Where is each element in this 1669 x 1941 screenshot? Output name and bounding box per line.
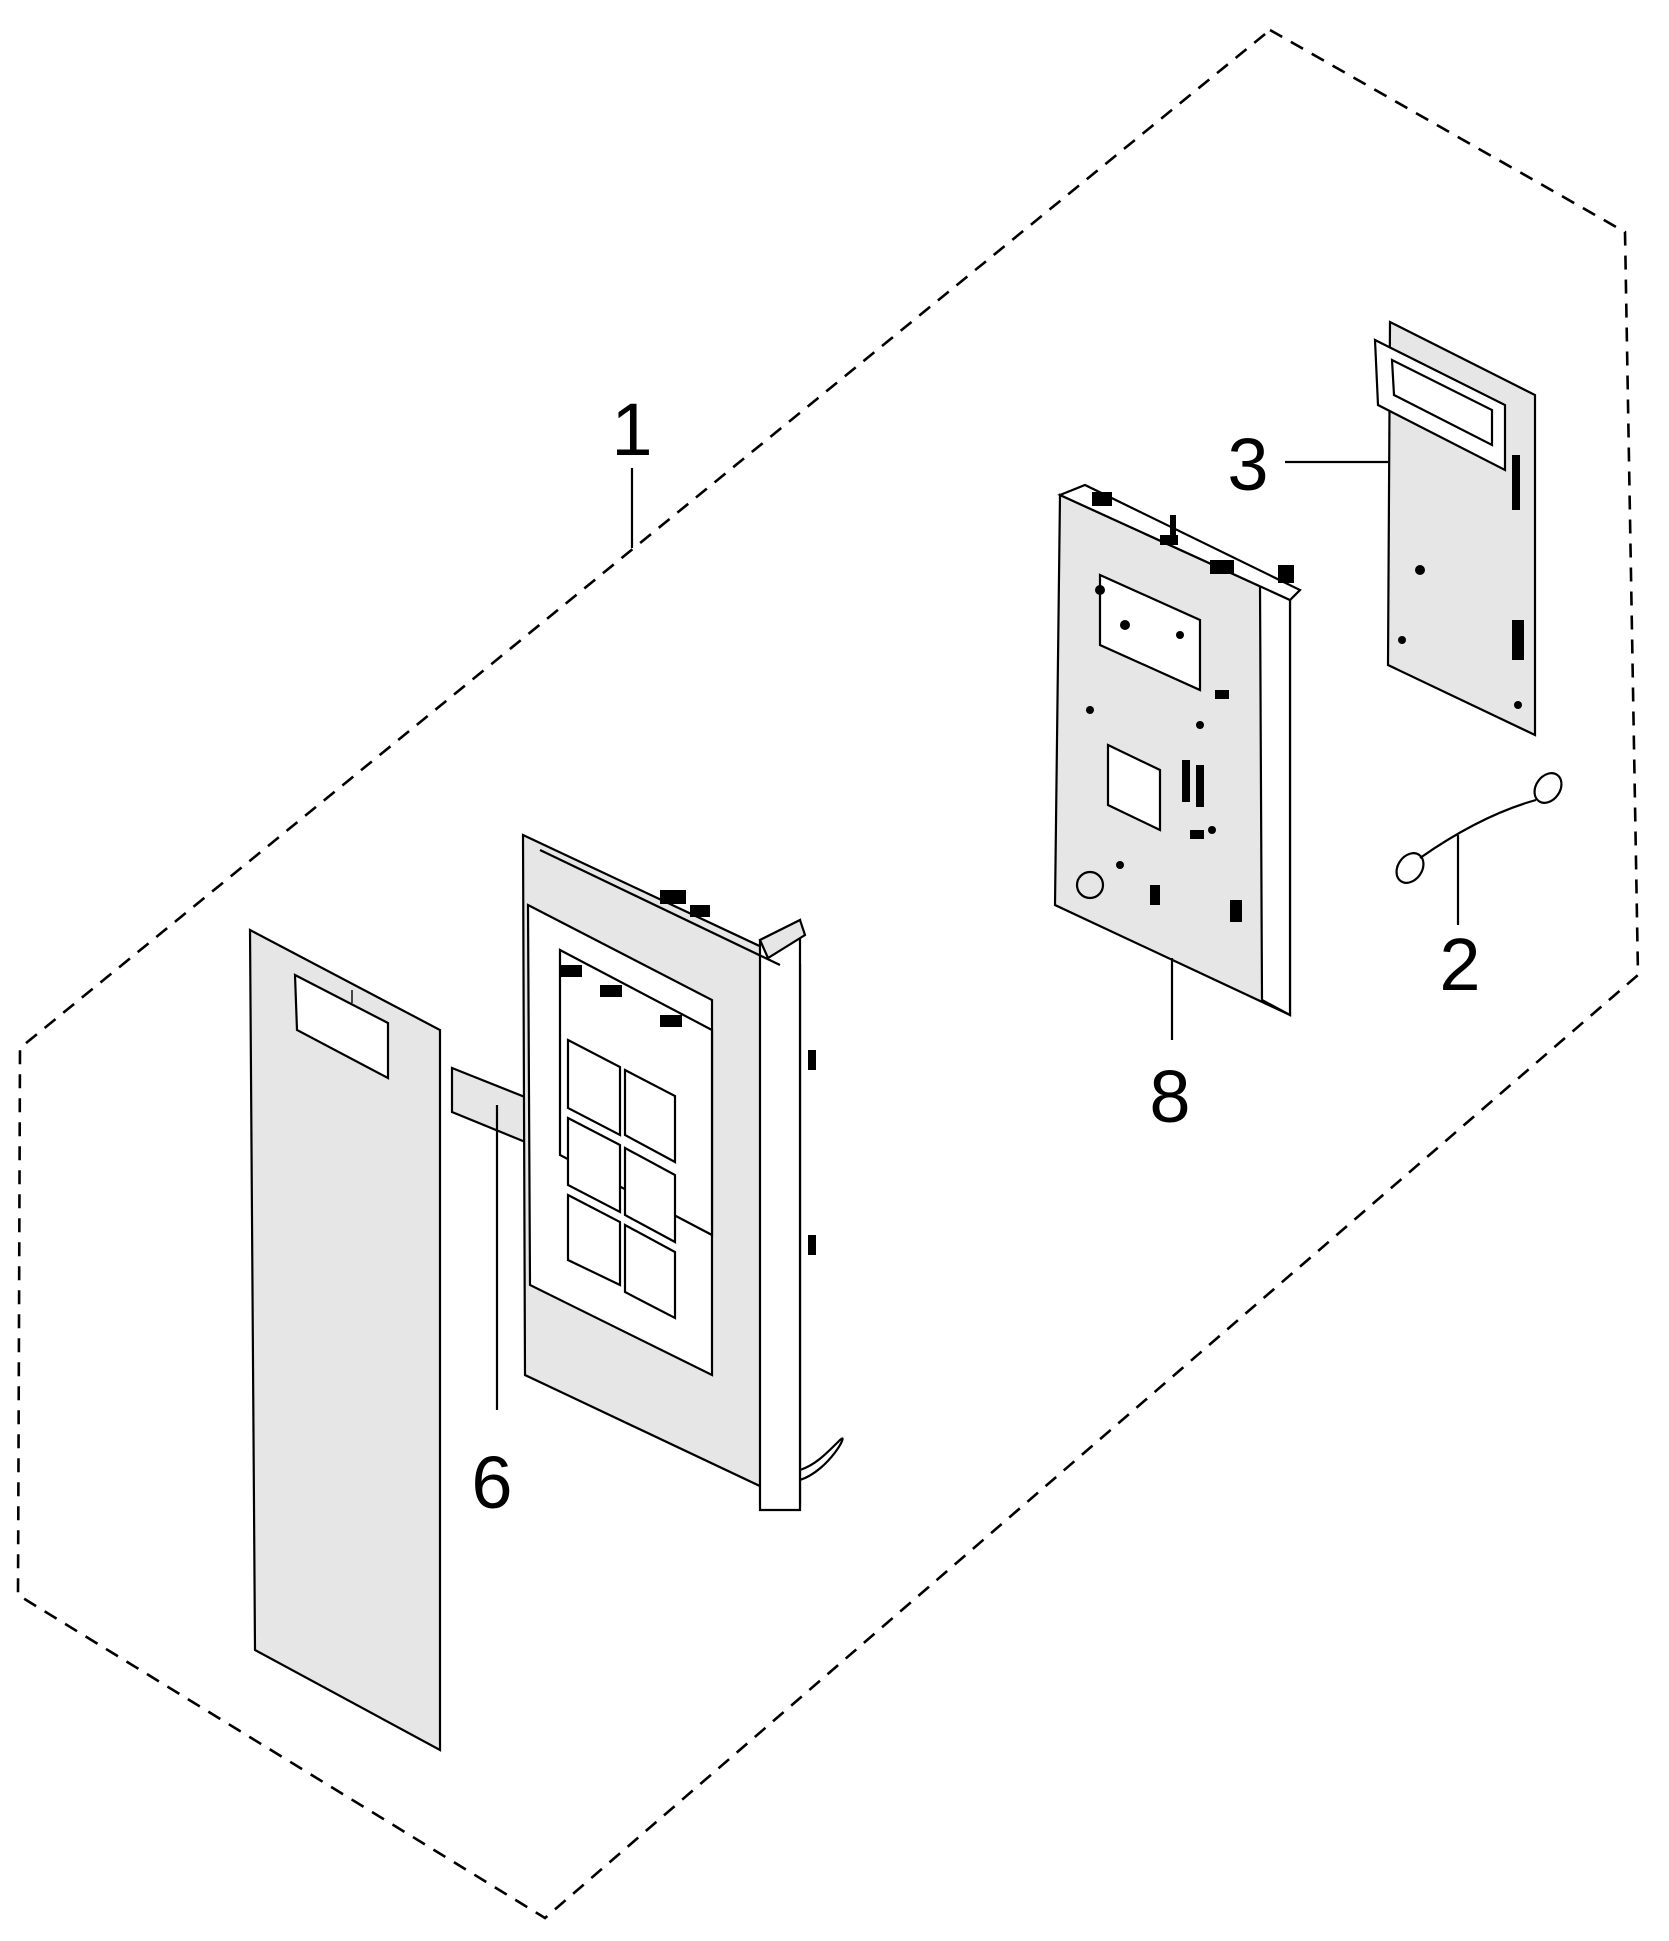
callout-1: 1 [611, 388, 652, 471]
callout-6: 6 [471, 1441, 512, 1524]
part-keypad-film [248, 928, 442, 1752]
assembly-boundary-dashed [16, 28, 1640, 1920]
callout-3: 3 [1227, 423, 1268, 506]
callout-2: 2 [1439, 923, 1480, 1006]
part-pcb-bracket [1053, 483, 1302, 1017]
part-display-pcb [1373, 320, 1537, 737]
part-wire-lead [1395, 772, 1563, 884]
part-control-panel-frame [521, 833, 844, 1512]
callout-8: 8 [1149, 1055, 1190, 1138]
